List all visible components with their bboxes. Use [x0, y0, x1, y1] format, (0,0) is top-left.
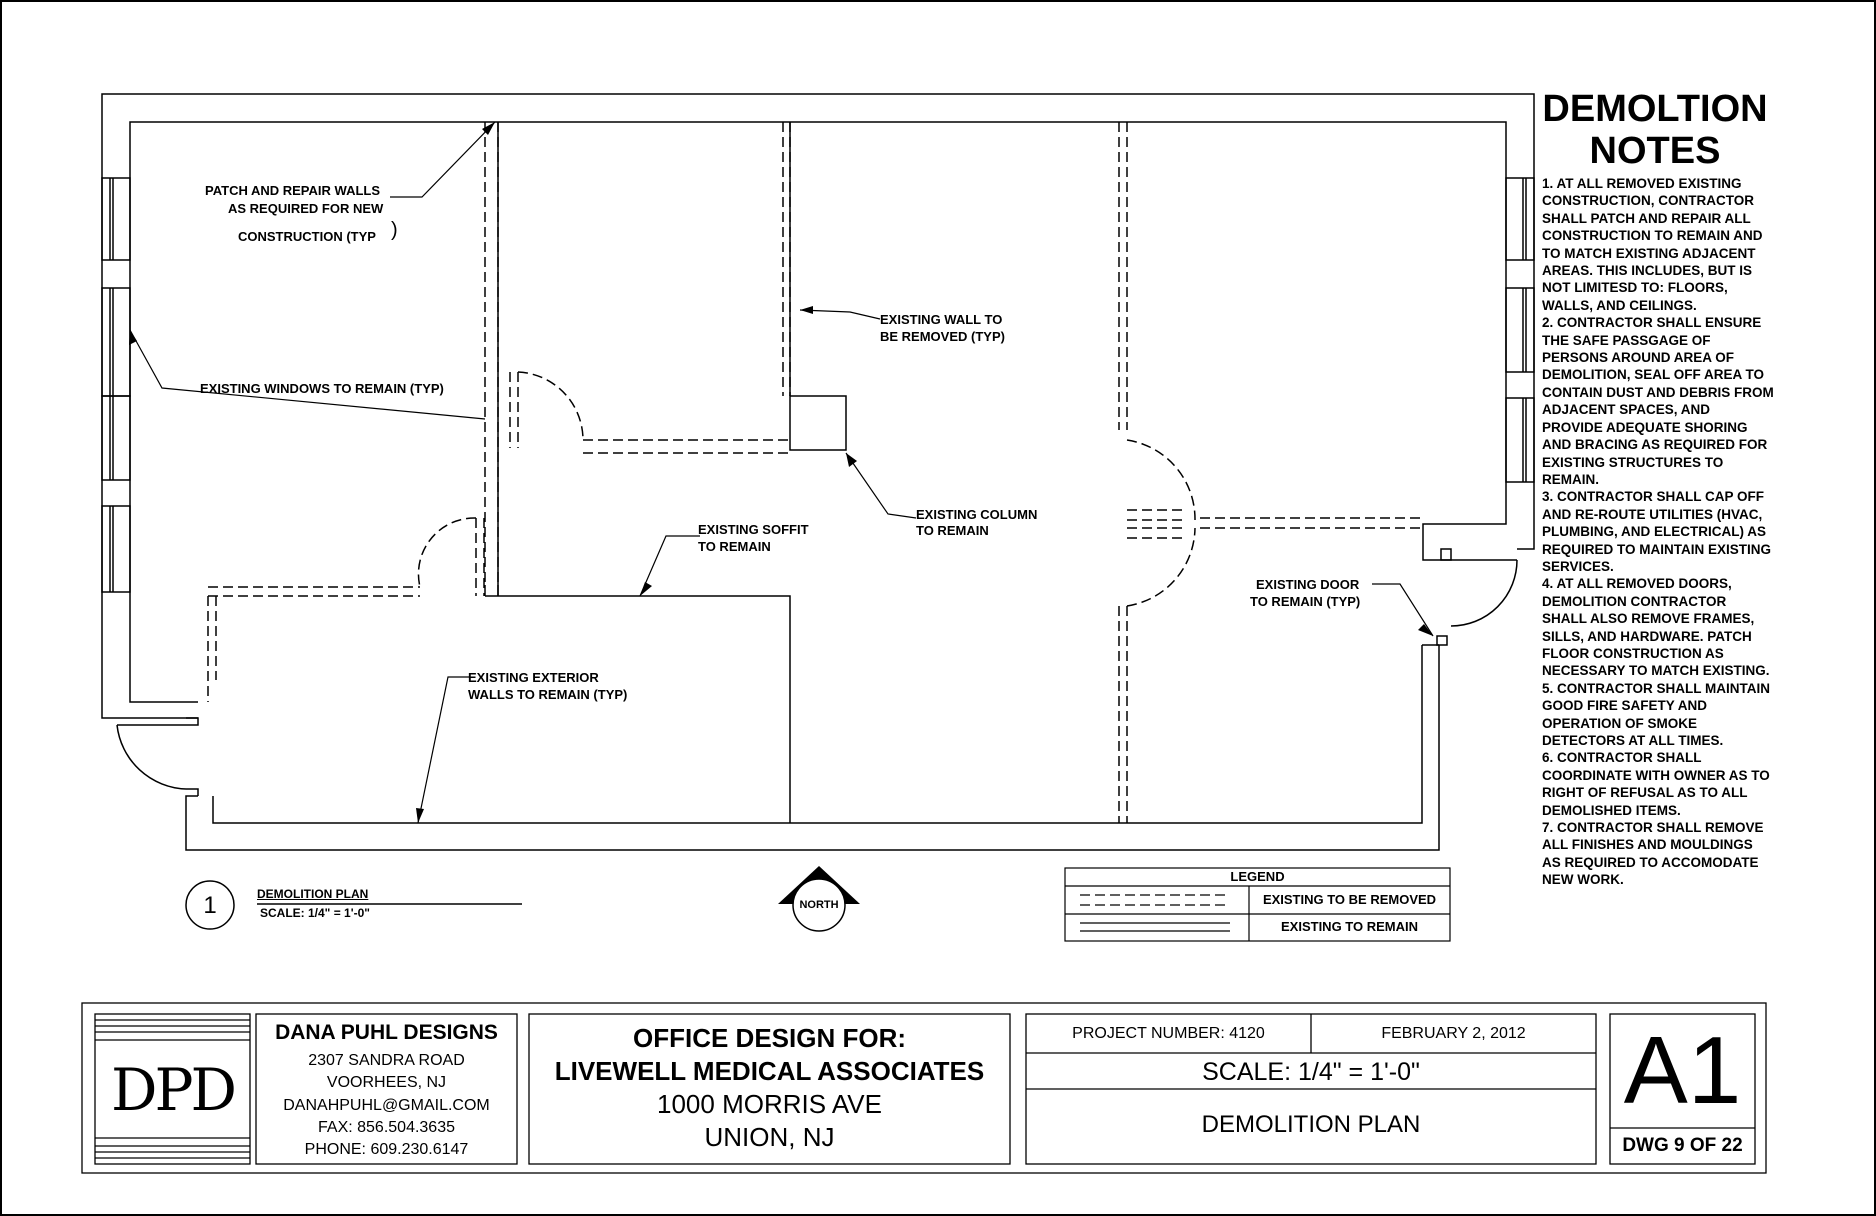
project-date: FEBRUARY 2, 2012: [1381, 1025, 1526, 1042]
callout-column-line1: EXISTING COLUMN: [916, 507, 1038, 522]
callout-patch-line1: PATCH AND REPAIR WALLS: [205, 183, 381, 198]
note-item: 6. CONTRACTOR SHALL COORDINATE WITH OWNE…: [1542, 750, 1770, 818]
notes-title-line1: DEMOLTION: [1542, 88, 1768, 130]
door-to-remain-right: [1450, 559, 1518, 627]
callout-door-line2: TO REMAIN (TYP): [1250, 594, 1361, 609]
note-item: 7. CONTRACTOR SHALL REMOVE ALL FINISHES …: [1542, 820, 1764, 888]
drawing-title: DEMOLITION PLAN: [1201, 1111, 1421, 1138]
leader-lines: [129, 121, 1434, 824]
notes-list: 1. AT ALL REMOVED EXISTING CONSTRUCTION,…: [1542, 175, 1774, 889]
callout-windows: EXISTING WINDOWS TO REMAIN (TYP): [200, 381, 444, 396]
legend-removed-label: EXISTING TO BE REMOVED: [1262, 892, 1437, 907]
company-name: DANA PUHL DESIGNS: [275, 1021, 498, 1044]
project-city: UNION, NJ: [704, 1122, 835, 1152]
walls-to-be-removed: [207, 122, 1423, 823]
callout-soffit-line1: EXISTING SOFFIT: [698, 522, 809, 537]
callout-wall-removed-line1: EXISTING WALL TO: [880, 312, 1003, 327]
drawing-scale: SCALE: 1/4" = 1'-0": [1202, 1058, 1420, 1086]
project-heading: OFFICE DESIGN FOR:: [633, 1023, 906, 1053]
plan-title: DEMOLITION PLAN: [257, 887, 369, 901]
company-address2: VOORHEES, NJ: [326, 1074, 447, 1091]
sheet-number: A1: [1623, 1017, 1742, 1124]
dpd-logo: DPD: [110, 1056, 237, 1124]
notes-title-line2: NOTES: [1589, 130, 1721, 172]
company-fax: FAX: 856.504.3635: [318, 1119, 455, 1136]
note-item: 3. CONTRACTOR SHALL CAP OFF AND RE-ROUTE…: [1542, 489, 1772, 574]
note-item: 1. AT ALL REMOVED EXISTING CONSTRUCTION,…: [1542, 176, 1763, 313]
title-block: [81, 1002, 1767, 1174]
floor-plan: [101, 93, 1535, 851]
note-item: 2. CONTRACTOR SHALL ENSURE THE SAFE PASS…: [1542, 315, 1774, 487]
windows-left: [101, 177, 131, 593]
client-name: LIVEWELL MEDICAL ASSOCIATES: [554, 1056, 985, 1086]
company-address1: 2307 SANDRA ROAD: [308, 1052, 465, 1069]
plan-number: 1: [203, 892, 217, 919]
callout-exterior-line1: EXISTING EXTERIOR: [468, 670, 599, 685]
callout-soffit-line2: TO REMAIN: [698, 539, 771, 554]
callout-wall-removed-line2: BE REMOVED (TYP): [880, 329, 1005, 344]
exterior-wall-outer: [101, 93, 1535, 719]
plan-number-bubble: [185, 880, 235, 930]
company-email: DANAHPUHL@GMAIL.COM: [283, 1097, 490, 1114]
door-to-remain-left: [116, 724, 187, 790]
exterior-wall-inner-lower: [212, 645, 1423, 824]
note-item: 5. CONTRACTOR SHALL MAINTAIN GOOD FIRE S…: [1542, 680, 1770, 748]
legend-title: LEGEND: [1230, 869, 1285, 884]
legend-box: [1064, 867, 1451, 942]
legend-remain-label: EXISTING TO REMAIN: [1281, 919, 1418, 934]
callout-door-line1: EXISTING DOOR: [1256, 577, 1360, 592]
notes-title: DEMOLTION NOTES: [1530, 88, 1780, 172]
leader-arrowheads: [129, 122, 1433, 823]
north-label: NORTH: [799, 899, 839, 911]
plan-scale: SCALE: 1/4" = 1'-0": [260, 906, 370, 920]
sheet-count: DWG 9 OF 22: [1622, 1135, 1743, 1156]
windows-right: [1505, 177, 1535, 483]
callout-patch-line3: CONSTRUCTION (TYP: [238, 229, 376, 244]
callout-patch-paren: ): [391, 219, 398, 241]
project-number: PROJECT NUMBER: 4120: [1072, 1025, 1265, 1042]
exterior-wall-outer-lower: [185, 645, 1440, 851]
company-phone: PHONE: 609.230.6147: [304, 1141, 469, 1158]
walls-to-remain: [484, 122, 847, 823]
callout-column-line2: TO REMAIN: [916, 523, 989, 538]
callout-patch-line2: AS REQUIRED FOR NEW: [228, 201, 384, 216]
project-street: 1000 MORRIS AVE: [657, 1089, 882, 1119]
north-arrow: [778, 866, 860, 932]
callout-exterior-line2: WALLS TO REMAIN (TYP): [468, 687, 628, 702]
note-item: 4. AT ALL REMOVED DOORS, DEMOLITION CONT…: [1542, 576, 1770, 679]
